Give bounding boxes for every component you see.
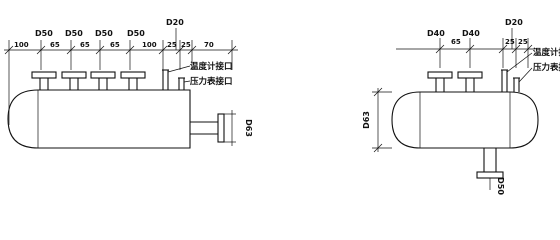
left-outlet-label-4: D50: [127, 29, 145, 38]
left-outlet-pipe-2: [61, 71, 87, 90]
left-inlet-label: D63: [244, 119, 253, 137]
left-dim-3: 65: [80, 41, 90, 49]
right-pressure-port-label: 压力表接口: [533, 62, 560, 73]
left-temperature-port-label: 温度计接口: [190, 61, 233, 72]
left-outlet-pipe-4: [120, 71, 146, 90]
left-outlet-pipe-1: [31, 71, 57, 90]
right-dim-2: 25: [505, 38, 515, 46]
left-dim-1: 100: [14, 41, 29, 49]
left-pressure-nozzle: [178, 77, 185, 90]
right-dim-3: 25: [518, 38, 528, 46]
right-bottom-pipe: [476, 148, 504, 179]
right-pressure-nozzle: [513, 77, 520, 92]
manifold-drawing: D50 D50 D50 D50 D20 100 65 65 65 100 25 …: [4, 18, 560, 195]
left-vessel-body: [7, 89, 191, 149]
right-bottom-label: D50: [496, 177, 505, 195]
right-height-tick-top: [373, 87, 383, 97]
right-outlet-pipe-2: [457, 71, 483, 92]
right-temperature-leader: [506, 52, 533, 73]
left-dim-4: 65: [110, 41, 120, 49]
right-outlet-label-1: D40: [427, 29, 445, 38]
left-manifold: D50 D50 D50 D50 D20 100 65 65 65 100 25 …: [4, 18, 253, 149]
left-dimension-ticks: [4, 40, 237, 125]
left-dim-5: 100: [142, 41, 157, 49]
right-pressure-leader: [518, 67, 533, 83]
left-pressure-leader: [183, 80, 191, 83]
right-height-label: D63: [362, 111, 371, 129]
left-pressure-port-label: 压力表接口: [190, 76, 233, 87]
left-temperature-leader: [167, 65, 191, 73]
right-temperature-port-label: 温度计接口: [533, 47, 560, 58]
left-dim-2: 65: [50, 41, 60, 49]
right-vessel-body: [391, 91, 539, 149]
left-outlet-label-3: D50: [95, 29, 113, 38]
left-dim-7: 25: [181, 41, 191, 49]
left-outlet-label-1: D50: [35, 29, 53, 38]
left-inlet-pipe: [190, 113, 225, 143]
left-dim-6: 25: [167, 41, 177, 49]
right-temperature-nozzle: [501, 69, 508, 92]
right-outlet-label-2: D40: [462, 29, 480, 38]
left-gauge-size-label: D20: [166, 18, 184, 27]
left-dim-8: 70: [204, 41, 214, 49]
right-outlet-pipe-1: [427, 71, 453, 92]
right-gauge-size-label: D20: [505, 18, 523, 27]
right-manifold: D40 D40 D20 65 25 25 温度计接口 压力表接口: [362, 18, 560, 195]
right-dim-1: 65: [451, 38, 461, 46]
right-dimension-ticks: [435, 38, 533, 68]
left-outlet-label-2: D50: [65, 29, 83, 38]
left-temperature-nozzle: [162, 69, 169, 90]
right-height-tick-bottom: [373, 143, 383, 153]
left-outlet-pipe-3: [90, 71, 116, 90]
